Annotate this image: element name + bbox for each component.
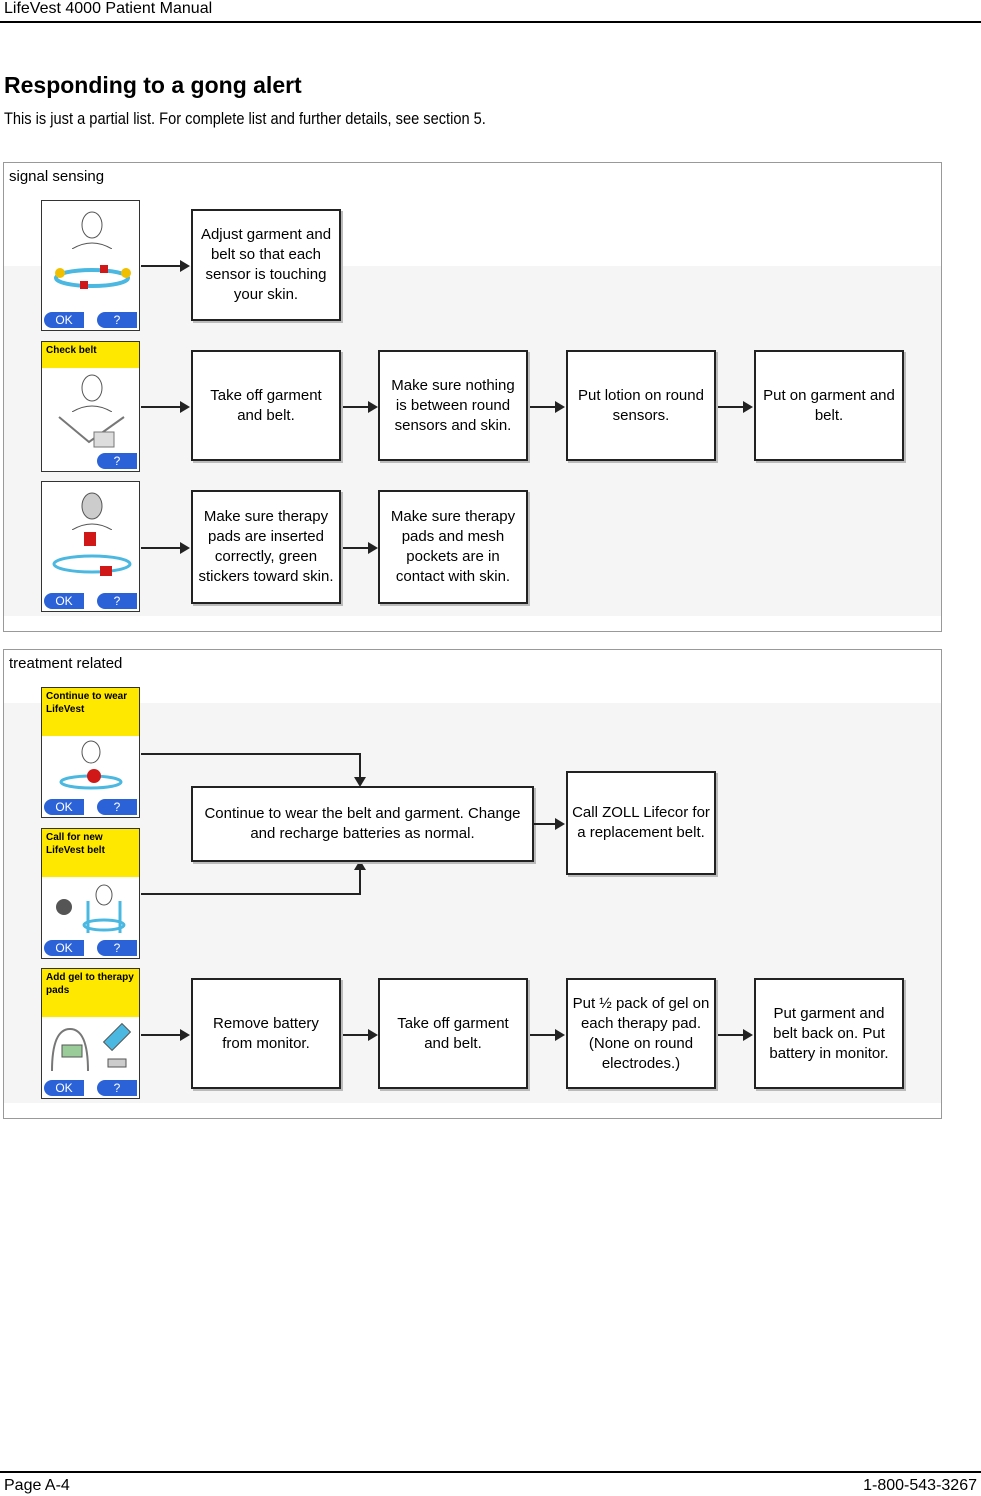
belt-sensors-icon [54,265,131,289]
signal-sensing-section: signal sensing OK ? Adjust garment and b… [3,162,942,632]
gel-pads-icon [51,1022,132,1072]
step-box: Adjust garment and belt so that each sen… [191,209,341,321]
treatment-related-section: treatment related Continue to wear LifeV… [3,649,942,1119]
help-button[interactable]: ? [97,799,137,815]
monitor-screen-new-belt: Call for new LifeVest belt OK ? [41,828,140,959]
screen-title: Call for new LifeVest belt [42,829,139,877]
flow-arrow [718,1029,753,1041]
ok-button[interactable]: OK [44,1080,84,1096]
step-box: Make sure therapy pads are inserted corr… [191,490,341,604]
connector-line [141,753,361,755]
therapy-pads-icon [52,532,132,576]
header-rule [0,21,981,23]
section-label-signal-sensing: signal sensing [9,168,105,185]
step-box: Take off garment and belt. [191,350,341,461]
step-box: Make sure nothing is between round senso… [378,350,528,461]
flow-arrow [343,542,378,554]
flow-arrow [343,1029,378,1041]
monitor-screen-adjust: OK ? [41,200,140,331]
patient-figure-icon [72,374,112,412]
monitor-screen-add-gel: Add gel to therapy pads OK ? [41,968,140,1099]
patient-figure-icon [72,211,112,249]
help-button[interactable]: ? [97,1080,137,1096]
ok-button[interactable]: OK [44,312,84,328]
flow-arrow [530,401,565,413]
monitor-screen-therapy-pads: OK ? [41,481,140,612]
monitor-screen-continue: Continue to wear LifeVest OK ? [41,687,140,818]
flow-arrow [141,260,190,272]
help-button[interactable]: ? [97,593,137,609]
flow-arrow [718,401,753,413]
flow-arrow [343,401,378,413]
step-box: Put ½ pack of gel on each therapy pad. (… [566,978,716,1089]
connector-line [141,893,361,895]
step-box: Make sure therapy pads and mesh pockets … [378,490,528,604]
ok-button[interactable]: OK [44,799,84,815]
footer-rule [0,1471,981,1473]
garment-icon [58,416,125,448]
flow-arrow [141,542,190,554]
section-label-treatment-related: treatment related [9,655,123,672]
page-title: Responding to a gong alert [4,72,302,98]
help-button[interactable]: ? [97,453,137,469]
help-button[interactable]: ? [97,940,137,956]
patient-figure-icon [72,492,112,530]
flow-arrow [530,1029,565,1041]
continue-wear-box: Continue to wear the belt and garment. C… [191,786,534,862]
screen-title: Check belt [42,342,139,368]
step-box: Put garment and belt back on. Put batter… [754,978,904,1089]
monitor-screen-check-belt: Check belt ? [41,341,140,472]
help-button[interactable]: ? [97,312,137,328]
step-box: Put lotion on round sensors. [566,350,716,461]
step-box: Put on garment and belt. [754,350,904,461]
page-subtitle: This is just a partial list. For complet… [4,109,486,128]
connector-arrow-up [354,860,366,895]
patient-heart-icon [59,740,123,790]
flow-arrow [532,818,565,830]
call-zoll-box: Call ZOLL Lifecor for a replacement belt… [566,771,716,875]
page-number: Page A-4 [4,1477,70,1494]
belt-replacement-icon [56,884,126,933]
screen-title: Add gel to therapy pads [42,969,139,1017]
ok-button[interactable]: OK [44,593,84,609]
step-box: Remove battery from monitor. [191,978,341,1089]
flow-arrow [141,1029,190,1041]
header-title: LifeVest 4000 Patient Manual [4,0,213,17]
support-phone: 1-800-543-3267 [863,1477,977,1494]
flow-arrow [141,401,190,413]
screen-title: Continue to wear LifeVest [42,688,139,736]
ok-button[interactable]: OK [44,940,84,956]
step-box: Take off garment and belt. [378,978,528,1089]
connector-arrow-down [354,753,366,787]
